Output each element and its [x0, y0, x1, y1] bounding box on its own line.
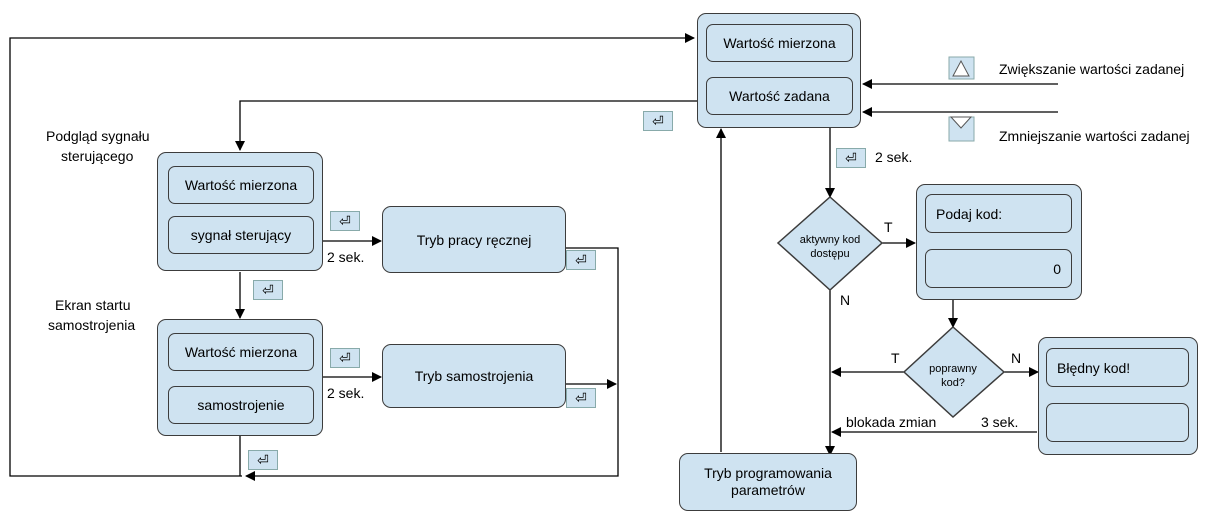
program-mode-box: Tryb programowania parametrów	[679, 453, 857, 511]
autotune-measured-value: Wartość mierzona	[168, 333, 314, 371]
no-label-2: N	[1011, 350, 1022, 366]
wrong-code-message: Błędny kod!	[1046, 348, 1189, 387]
up-triangle-icon	[952, 59, 970, 77]
code-ok-line1: poprawny	[929, 363, 977, 375]
enter-key-icon: ⏎	[566, 388, 596, 408]
decrease-label: Zmniejszanie wartości zadanej	[999, 128, 1190, 144]
enter-key-icon: ⏎	[643, 111, 673, 131]
lock-changes-label: blokada zmian	[846, 414, 937, 430]
autotune-heading-2: samostrojenia	[48, 317, 136, 333]
two-sec-label-3: 2 sek.	[875, 149, 913, 165]
code-entry-value: 0	[925, 249, 1072, 288]
control-signal-value: sygnał sterujący	[168, 216, 314, 254]
increase-label: Zwiększanie wartości zadanej	[999, 61, 1185, 77]
control-measured-value: Wartość mierzona	[168, 166, 314, 204]
code-ok-diamond	[902, 325, 1006, 419]
autotune-mode-box: Tryb samostrojenia	[382, 344, 566, 408]
access-code-line1: aktywny kod	[799, 234, 861, 246]
enter-key-icon: ⏎	[330, 211, 360, 231]
enter-key-icon: ⏎	[566, 250, 596, 270]
enter-key-icon: ⏎	[330, 348, 360, 368]
autotune-heading-1: Ekran startu	[55, 297, 131, 313]
access-code-line2: dostępu	[810, 248, 850, 260]
main-set-value: Wartość zadana	[706, 77, 853, 115]
enter-key-icon: ⏎	[253, 280, 283, 300]
manual-mode-box: Tryb pracy ręcznej	[382, 206, 566, 273]
enter-key-icon: ⏎	[248, 450, 278, 470]
program-mode-line1: Tryb programowania	[704, 465, 832, 481]
wrong-code-value	[1046, 403, 1189, 442]
autotune-start: samostrojenie	[168, 386, 314, 424]
three-sec-label: 3 sek.	[981, 414, 1019, 430]
access-code-diamond	[776, 195, 884, 292]
yes-label-1: T	[884, 219, 893, 235]
control-signal-heading-2: sterującego	[61, 148, 134, 164]
down-triangle-icon	[949, 116, 973, 129]
two-sec-label-2: 2 sek.	[327, 385, 365, 401]
main-measured-value: Wartość mierzona	[706, 24, 853, 62]
yes-label-2: T	[891, 350, 900, 366]
no-label-1: N	[840, 292, 851, 308]
control-signal-heading-1: Podgląd sygnału	[46, 128, 150, 144]
two-sec-label-1: 2 sek.	[327, 249, 365, 265]
code-entry-prompt: Podaj kod:	[925, 194, 1072, 233]
program-mode-line2: parametrów	[731, 482, 805, 498]
code-ok-line2: kod?	[941, 377, 965, 389]
enter-key-icon: ⏎	[836, 148, 866, 168]
